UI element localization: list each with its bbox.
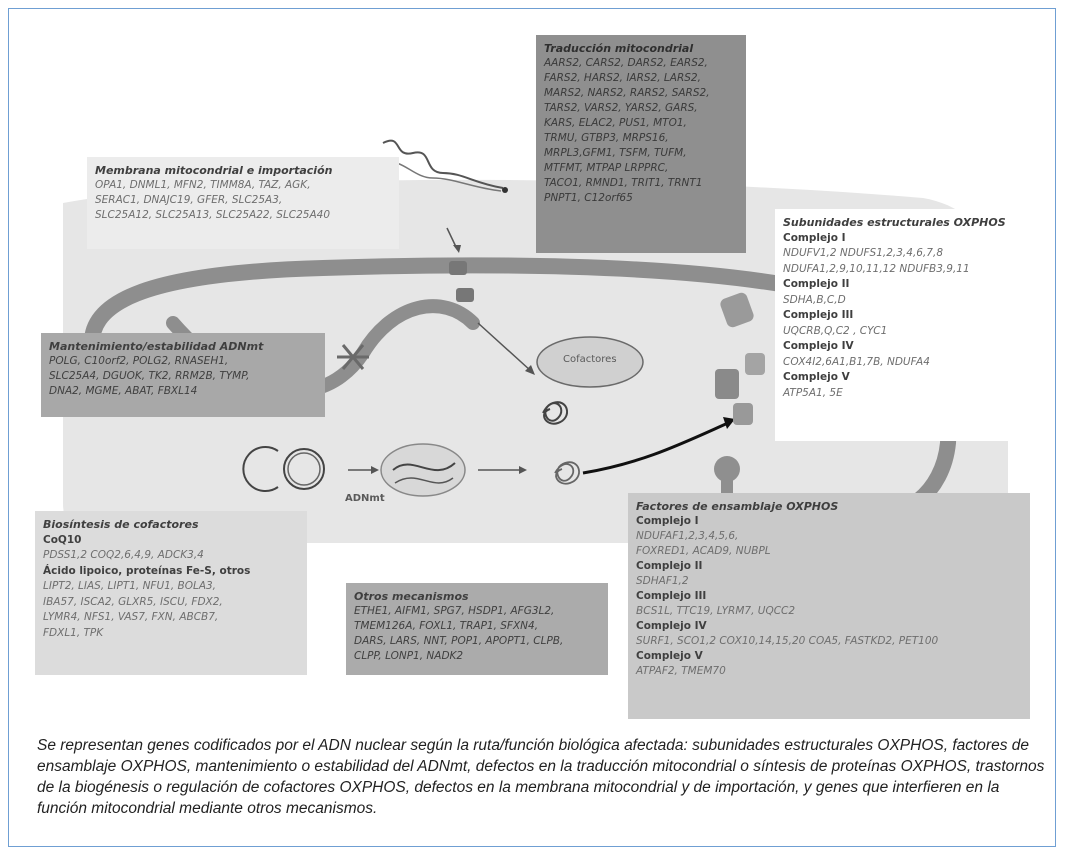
- oxphos-complex-1: [720, 292, 754, 328]
- subunidades-line: NDUFV1,2 NDUFS1,2,3,4,6,7,8: [783, 247, 944, 259]
- subunidades-group-name: Complejo IV: [783, 340, 854, 352]
- membrane-damage-mark: [337, 344, 369, 370]
- subunidades-group-name: Complejo III: [783, 309, 854, 321]
- membrana-title: Membrana mitocondrial e importación: [95, 164, 333, 177]
- ensamblaje-group-name: Complejo IV: [636, 620, 707, 632]
- mtdna-circle-inner: [287, 452, 321, 486]
- membrana-line: SERAC1, DNAJC19, GFER, SLC25A3,: [95, 194, 283, 206]
- biosintesis-sub: Ácido lipoico, proteínas Fe-S, otros: [43, 564, 251, 577]
- traduccion-line: TRMU, GTBP3, MRPS16,: [544, 132, 669, 144]
- ensamblaje-group-name: Complejo II: [636, 560, 703, 572]
- oxphos-complex-5: [714, 456, 740, 482]
- subunidades-line: COX4I2,6A1,B1,7B, NDUFA4: [783, 355, 930, 368]
- ensamblaje-group-name: Complejo III: [636, 590, 707, 602]
- mtdna-open-circle: [242, 446, 279, 492]
- otros-box: Otros mecanismos ETHE1, AIFM1, SPG7, HSD…: [346, 583, 608, 675]
- traduccion-line: AARS2, CARS2, DARS2, EARS2,: [544, 57, 708, 69]
- oxphos-complex-4: [733, 403, 753, 425]
- mtdna-circle-outer: [283, 448, 325, 490]
- ensamblaje-title: Factores de ensamblaje OXPHOS: [636, 500, 839, 513]
- inner-membrane: [83, 257, 957, 523]
- mantenimiento-line: SLC25A4, DGUOK, TK2, RRM2B, TYMP,: [49, 370, 250, 382]
- mantenimiento-line: POLG, C10orf2, POLG2, RNASEH1,: [49, 355, 229, 367]
- protein-tangle-2: [554, 461, 580, 485]
- rna-strand: [382, 139, 504, 189]
- membrana-line: OPA1, DNML1, MFN2, TIMM8A, TAZ, AGK,: [95, 179, 311, 191]
- traduccion-line: TACO1, RMND1, TRIT1, TRNT1: [544, 177, 703, 189]
- mitochondria-illustration: [63, 139, 1009, 543]
- mantenimiento-box: Mantenimiento/estabilidad ADNmt POLG, C1…: [41, 333, 325, 417]
- membrane-transporter-1: [449, 261, 467, 275]
- traduccion-line: MRPL3,GFM1, TSFM, TUFM,: [544, 147, 687, 159]
- traduccion-box: Traducción mitocondrial AARS2, CARS2, DA…: [536, 35, 746, 253]
- adnmt-label: ADNmt: [345, 493, 385, 504]
- membrane-transporter-2: [456, 288, 474, 302]
- figure-frame: Membrana mitocondrial e importación OPA1…: [8, 8, 1056, 847]
- otros-title: Otros mecanismos: [354, 590, 469, 603]
- mitochondria-figure: Membrana mitocondrial e importación OPA1…: [23, 23, 1047, 723]
- biosintesis-line: LYMR4, NFS1, VAS7, FXN, ABCB7,: [43, 611, 219, 623]
- biosintesis-line: IBA57, ISCA2, GLXR5, ISCU, FDX2,: [43, 595, 223, 608]
- cofactores-label: Cofactores: [563, 354, 617, 365]
- membrana-box: Membrana mitocondrial e importación OPA1…: [87, 157, 399, 249]
- ensamblaje-box: Factores de ensamblaje OXPHOS Complejo I…: [628, 493, 1030, 719]
- ensamblaje-group-name: Complejo I: [636, 515, 699, 527]
- traduccion-title: Traducción mitocondrial: [544, 42, 694, 55]
- cofactores-ellipse: [536, 336, 644, 388]
- otros-line: TMEM126A, FOXL1, TRAP1, SFXN4,: [354, 620, 539, 632]
- biosintesis-box: Biosíntesis de cofactores CoQ10 PDSS1,2 …: [35, 511, 307, 675]
- membrana-line: SLC25A12, SLC25A13, SLC25A22, SLC25A40: [95, 209, 331, 221]
- ensamblaje-line: BCS1L, TTC19, LYRM7, UQCC2: [636, 605, 796, 617]
- subunidades-title: Subunidades estructurales OXPHOS: [783, 216, 1006, 229]
- biosintesis-sub: CoQ10: [43, 533, 82, 546]
- traduccion-line: KARS, ELAC2, PUS1, MTO1,: [544, 117, 687, 129]
- traduccion-line: MTFMT, MTPAP LRPPRC,: [544, 162, 669, 174]
- ensamblaje-line: ATPAF2, TMEM70: [636, 665, 726, 677]
- otros-line: CLPP, LONP1, NADK2: [354, 650, 464, 662]
- oxphos-complex-2: [745, 353, 765, 375]
- biosintesis-line: FDXL1, TPK: [43, 626, 104, 639]
- ensamblaje-line: SDHAF1,2: [636, 575, 689, 587]
- biosintesis-line: LIPT2, LIAS, LIPT1, NFU1, BOLA3,: [43, 580, 217, 592]
- ensamblaje-line: SURF1, SCO1,2 COX10,14,15,20 COA5, FASTK…: [636, 635, 939, 647]
- subunidades-line: SDHA,B,C,D: [783, 293, 846, 306]
- traduccion-line: FARS2, HARS2, IARS2, LARS2,: [544, 72, 701, 84]
- otros-line: DARS, LARS, NNT, POP1, APOPT1, CLPB,: [354, 635, 564, 647]
- biosintesis-title: Biosíntesis de cofactores: [43, 518, 199, 531]
- otros-line: ETHE1, AIFM1, SPG7, HSDP1, AFG3L2,: [354, 605, 555, 617]
- ensamblaje-line: FOXRED1, ACAD9, NUBPL: [636, 545, 771, 557]
- oxphos-complex-3: [715, 369, 739, 399]
- protein-tangle-1: [542, 401, 568, 425]
- biosintesis-line: PDSS1,2 COQ2,6,4,9, ADCK3,4: [43, 549, 204, 561]
- figure-caption: Se representan genes codificados por el …: [37, 737, 1045, 817]
- subunidades-box: Subunidades estructurales OXPHOS Complej…: [775, 209, 1037, 441]
- mantenimiento-line: DNA2, MGME, ABAT, FBXL14: [49, 385, 198, 397]
- traduccion-line: PNPT1, C12orf65: [544, 192, 633, 204]
- ensamblaje-group-name: Complejo V: [636, 650, 703, 662]
- ensamblaje-line: NDUFAF1,2,3,4,5,6,: [636, 530, 739, 542]
- subunidades-group-name: Complejo V: [783, 371, 850, 383]
- subunidades-line: UQCRB,Q,C2 , CYC1: [783, 324, 888, 337]
- subunidades-line: ATP5A1, 5E: [783, 386, 843, 399]
- assembly-arrow: [582, 421, 729, 475]
- subunidades-line: NDUFA1,2,9,10,11,12 NDUFB3,9,11: [783, 262, 970, 275]
- traduccion-line: TARS2, VARS2, YARS2, GARS,: [544, 102, 698, 114]
- subunidades-group-name: Complejo I: [783, 231, 846, 244]
- subunidades-group-name: Complejo II: [783, 278, 850, 290]
- mantenimiento-title: Mantenimiento/estabilidad ADNmt: [49, 340, 264, 353]
- traduccion-line: MARS2, NARS2, RARS2, SARS2,: [544, 87, 710, 99]
